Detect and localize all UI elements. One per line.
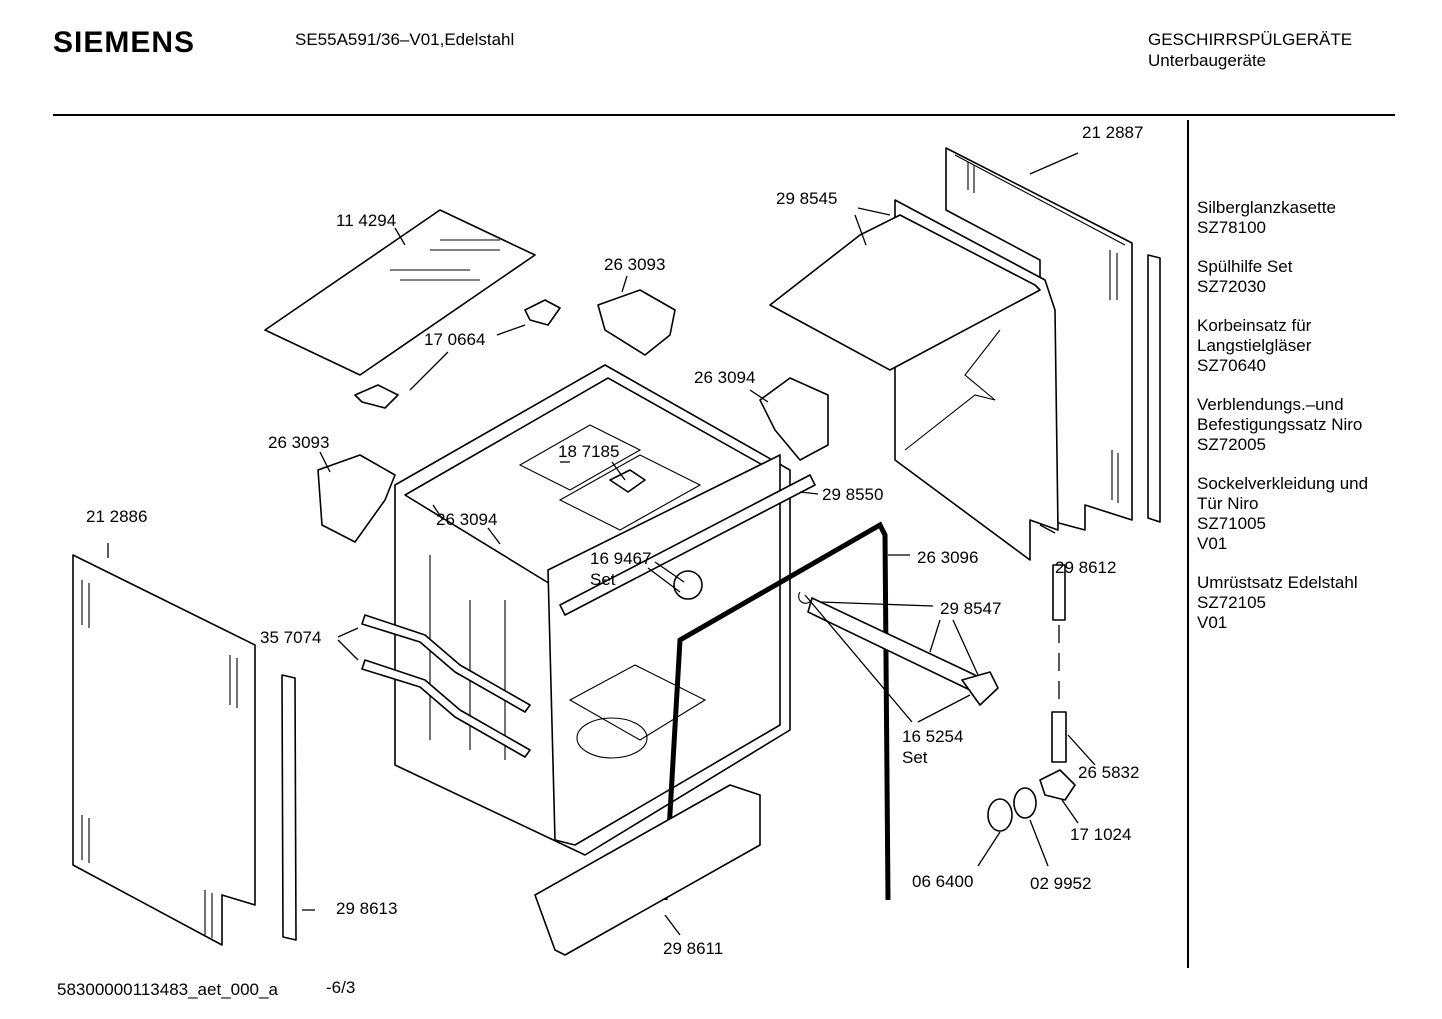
accessory-line: Silberglanzkasette <box>1197 198 1336 217</box>
accessory-line: SZ70640 <box>1197 356 1266 375</box>
basket-rail <box>361 614 531 713</box>
accessory-line: Korbeinsatz für <box>1197 316 1312 335</box>
accessory-line: Spülhilfe Set <box>1197 257 1293 276</box>
accessory-line: Tür Niro <box>1197 494 1259 513</box>
hose-connector <box>1051 564 1067 763</box>
accessory-line: Sockelverkleidung und <box>1197 474 1369 493</box>
seal-disc <box>987 798 1013 832</box>
accessory-line: SZ78100 <box>1197 218 1266 237</box>
accessory-item: Verblendungs.–und Befestigungssatz Niro … <box>1197 395 1437 455</box>
category-title: GESCHIRRSPÜLGERÄTE <box>1148 30 1353 49</box>
accessory-item: Spülhilfe Set SZ72030 <box>1197 257 1437 297</box>
top-cover-film <box>264 209 536 376</box>
part-label-263094: 26 3094 <box>436 510 497 529</box>
side-panel-right <box>945 147 1133 531</box>
accessory-list: Silberglanzkasette SZ78100 Spülhilfe Set… <box>1197 198 1437 652</box>
sealing-ring <box>1013 787 1037 819</box>
category-subtitle: Unterbaugeräte <box>1148 51 1267 70</box>
accessory-item: Umrüstsatz Edelstahl SZ72105 V01 <box>1197 573 1437 633</box>
header-divider <box>53 114 1395 116</box>
part-label-066400: 06 6400 <box>912 872 973 891</box>
part-label-263094: 26 3094 <box>694 368 755 387</box>
document-id: 58300000113483_aet_000_a <box>57 980 278 999</box>
part-label-263093: 26 3093 <box>604 255 665 274</box>
accessory-item: Korbeinsatz für Langstielgläser SZ70640 <box>1197 316 1437 376</box>
part-label-298550: 29 8550 <box>822 485 883 504</box>
accessory-line: Langstielgläser <box>1197 336 1312 355</box>
hinge-cover <box>759 377 829 461</box>
part-label-029952: 02 9952 <box>1030 874 1091 893</box>
part-label-357074: 35 7074 <box>260 628 321 647</box>
part-label-265832: 26 5832 <box>1078 763 1139 782</box>
page-number: -6/3 <box>326 978 356 997</box>
accessory-line: Umrüstsatz Edelstahl <box>1197 573 1358 592</box>
mounting-bracket <box>354 384 399 409</box>
part-label-169467: 16 9467 <box>590 549 651 568</box>
part-label-170664: 17 0664 <box>424 330 485 349</box>
door-seal-frame <box>662 521 891 901</box>
trim-strip-left <box>281 674 297 941</box>
accessory-line: SZ72005 <box>1197 435 1266 454</box>
model-number: SE55A591/36–V01,Edelstahl <box>295 30 515 49</box>
insulation-panel <box>769 199 1059 561</box>
part-label-165254: 16 5254 <box>902 727 963 746</box>
accessory-line: SZ72030 <box>1197 277 1266 296</box>
trim-strip-right <box>1147 254 1161 523</box>
accessory-line: V01 <box>1197 534 1228 553</box>
part-label-114294: 11 4294 <box>336 211 396 230</box>
accessory-line: Befestigungssatz Niro <box>1197 415 1363 434</box>
part-label-298611: 29 8611 <box>663 939 723 958</box>
exploded-parts-diagram: 21 2887 29 8545 11 4294 26 3093 17 0664 … <box>72 123 1161 958</box>
elbow-fitting <box>1039 769 1076 801</box>
tube-clip <box>961 671 999 706</box>
accessory-line: Verblendungs.–und <box>1197 395 1344 414</box>
part-label-212887: 21 2887 <box>1082 123 1143 142</box>
accessory-item: Sockelverkleidung und Tür Niro SZ71005 V… <box>1197 474 1437 554</box>
brand-logo: SIEMENS <box>53 26 196 59</box>
accessory-item: Silberglanzkasette SZ78100 <box>1197 198 1437 238</box>
part-label-298613: 29 8613 <box>336 899 397 918</box>
part-label-298545: 29 8545 <box>776 189 837 208</box>
spray-hub <box>673 570 703 600</box>
part-label-263096: 26 3096 <box>917 548 978 567</box>
part-label-165254-set: Set <box>902 748 928 767</box>
base-plinth <box>534 784 761 956</box>
sidebar-divider <box>1187 120 1189 968</box>
spray-arm-holder <box>609 469 646 493</box>
basket-rail <box>361 659 531 758</box>
mounting-bracket <box>524 299 561 326</box>
part-label-298612: 29 8612 <box>1055 558 1116 577</box>
accessory-line: SZ71005 <box>1197 514 1266 533</box>
door-seal-top <box>559 474 816 616</box>
hinge-clip <box>597 289 676 356</box>
part-label-263093: 26 3093 <box>268 433 329 452</box>
part-label-169467-set: Set <box>590 570 616 589</box>
part-label-212886: 21 2886 <box>86 507 147 526</box>
leader-lines <box>107 152 1096 936</box>
side-panel-left <box>72 554 256 946</box>
part-label-171024: 17 1024 <box>1070 825 1131 844</box>
hinge-clip <box>317 454 396 543</box>
part-label-187185: 18 7185 <box>558 442 619 461</box>
part-label-298547: 29 8547 <box>940 599 1001 618</box>
accessory-line: V01 <box>1197 613 1228 632</box>
accessory-line: SZ72105 <box>1197 593 1266 612</box>
